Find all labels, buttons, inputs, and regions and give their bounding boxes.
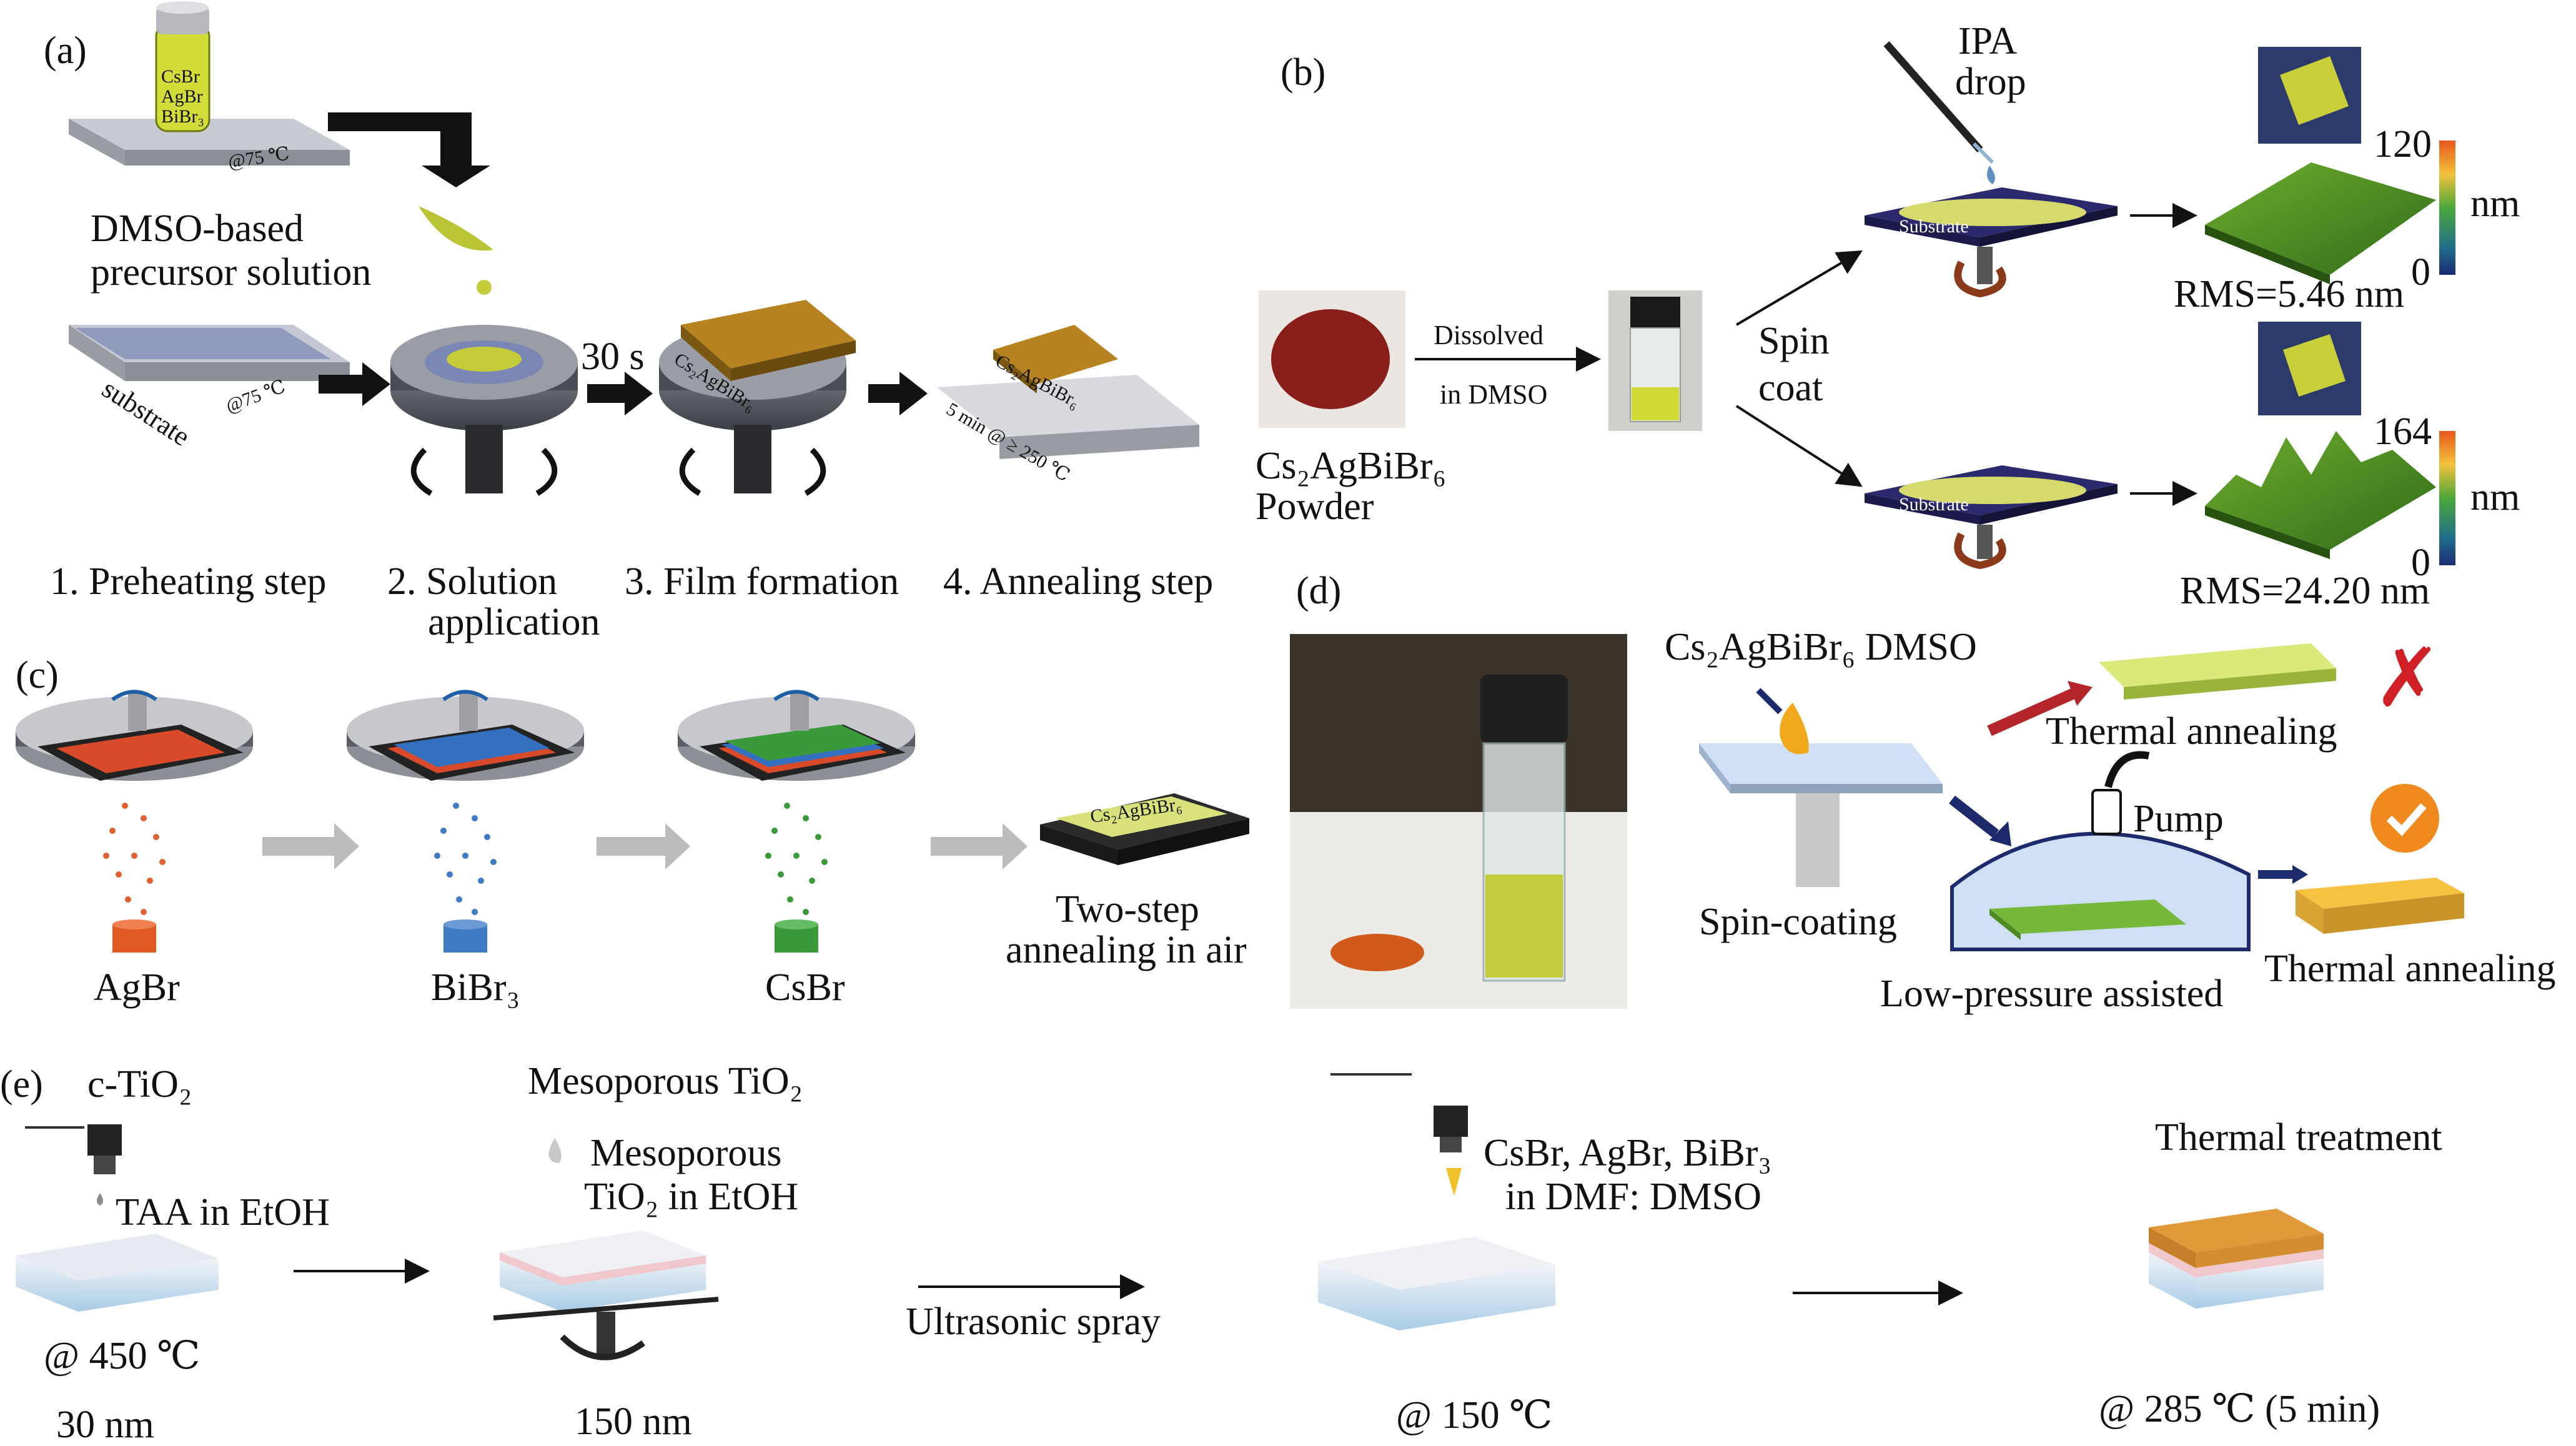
temp-450: @ 450 ℃ — [44, 1335, 201, 1377]
scale-bottom-unit: nm — [2470, 476, 2520, 518]
svg-text:✗: ✗ — [2374, 630, 2442, 725]
spin-time: 30 s — [581, 335, 645, 378]
temp-285: @ 285 ℃ (5 min) — [2099, 1388, 2380, 1430]
final-label-line1: Two-step — [1056, 888, 1199, 931]
low-pressure-label: Low-pressure assisted — [1880, 973, 2224, 1015]
source-agbr: AgBr — [94, 966, 180, 1009]
panel-a-graphics — [69, 1, 1199, 496]
dissolved-label: Dissolved — [1434, 320, 1543, 350]
rms-top: RMS=5.46 nm — [2174, 273, 2405, 315]
panel-b-graphics — [1259, 41, 2455, 570]
source-bibr3: BiBr₃ — [431, 966, 520, 1009]
precursors-line2: in DMF: DMSO — [1505, 1176, 1761, 1218]
precursor-label-line1: DMSO-based — [91, 207, 304, 250]
temp-150: @ 150 ℃ — [1396, 1394, 1553, 1437]
precursor-label-line2: precursor solution — [91, 251, 372, 294]
step-3: 3. Film formation — [625, 560, 899, 603]
panel-e-tag: (e) — [0, 1063, 43, 1106]
in-dmso-label: in DMSO — [1440, 379, 1548, 410]
scale-top-unit: nm — [2470, 182, 2520, 225]
spin-coating-label: Spin-coating — [1699, 901, 1897, 943]
substrate-top-label: Substrate — [1899, 216, 1969, 237]
taa-label: TAA in EtOH — [116, 1191, 330, 1234]
thermal-annealing-bottom: Thermal annealing — [2264, 948, 2556, 990]
step-2-line2: application — [428, 601, 600, 643]
substrate-bottom-label: Substrate — [1899, 494, 1969, 515]
solution-label: Cs₂AgBiBr₆ DMSO — [1665, 626, 1977, 668]
ultrasonic-label: Ultrasonic spray — [906, 1300, 1161, 1343]
scale-top-min: 0 — [2411, 251, 2430, 294]
thickness-150: 150 nm — [575, 1400, 692, 1443]
vial-label-bibr3: BiBr₃ — [161, 106, 204, 127]
scale-bottom-max: 164 — [2374, 410, 2432, 453]
meso-label-line1: Mesoporous — [590, 1132, 782, 1174]
step-1: 1. Preheating step — [50, 560, 327, 603]
coat-label: coat — [1758, 367, 1823, 409]
pump-label: Pump — [2133, 798, 2224, 840]
panel-c-graphics — [16, 690, 1249, 953]
powder-label-line1: Cs₂AgBiBr₆ — [1256, 445, 1447, 487]
step-4: 4. Annealing step — [943, 560, 1214, 603]
spin-label: Spin — [1758, 320, 1830, 362]
final-label-line2: annealing in air — [1006, 929, 1247, 971]
source-csbr: CsBr — [765, 966, 845, 1009]
powder-label-line2: Powder — [1256, 485, 1374, 528]
precursors-line1: CsBr, AgBr, BiBr₃ — [1484, 1132, 1772, 1174]
panel-d-tag: (d) — [1296, 570, 1342, 612]
thickness-30: 30 nm — [56, 1404, 154, 1446]
scale-bottom-min: 0 — [2411, 542, 2430, 584]
meso-title: Mesoporous TiO₂ — [528, 1060, 803, 1102]
panel-d-graphics: ✗ — [1290, 630, 2464, 1009]
panel-c-tag: (c) — [16, 654, 59, 696]
vial-label-csbr: CsBr — [161, 66, 200, 87]
scale-top-max: 120 — [2374, 123, 2432, 166]
panel-b-tag: (b) — [1281, 51, 1326, 94]
step-2: 2. Solution — [387, 560, 558, 603]
rms-bottom: RMS=24.20 nm — [2180, 570, 2430, 612]
vial-label-agbr: AgBr — [161, 86, 203, 107]
c-tio2-label: c-TiO₂ — [87, 1063, 192, 1106]
thermal-treatment-label: Thermal treatment — [2155, 1116, 2442, 1159]
panel-e-graphics — [16, 1073, 2324, 1360]
meso-label-line2: TiO₂ in EtOH — [584, 1176, 799, 1218]
thermal-annealing-top: Thermal annealing — [2046, 710, 2337, 753]
ipa-label-line2: drop — [1955, 61, 2026, 103]
panel-a-tag: (a) — [44, 29, 87, 72]
ipa-label-line1: IPA — [1958, 20, 2018, 62]
